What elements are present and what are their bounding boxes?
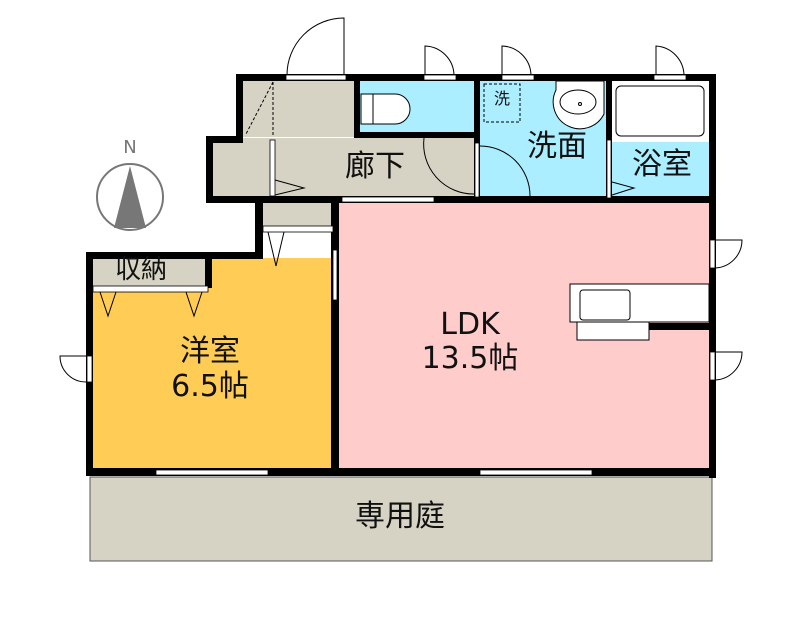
ldk-size: 13.5帖 — [421, 341, 519, 376]
western-room-area — [93, 258, 333, 468]
washroom-label: 洗面 — [527, 129, 587, 164]
kitchen-counter-icon — [569, 283, 710, 341]
garden-area — [89, 476, 713, 562]
bathroom-label: 浴室 — [632, 147, 692, 182]
bathtub-icon — [615, 85, 705, 137]
storage-area — [93, 258, 208, 286]
western-room-name: 洋室 — [180, 334, 240, 369]
garden-label: 専用庭 — [355, 499, 445, 534]
entrance-area — [242, 80, 354, 137]
compass-north-label: N — [123, 137, 137, 158]
hallway-area — [212, 138, 476, 200]
compass-icon — [96, 163, 164, 231]
toilet-icon — [360, 93, 411, 125]
washer-label: 洗 — [493, 89, 510, 108]
storage-label: 収納 — [114, 255, 167, 285]
sink-icon — [552, 80, 605, 130]
western-room-size: 6.5帖 — [171, 369, 249, 404]
hallway-label: 廊下 — [345, 149, 405, 184]
ldk-name: LDK — [440, 307, 500, 342]
